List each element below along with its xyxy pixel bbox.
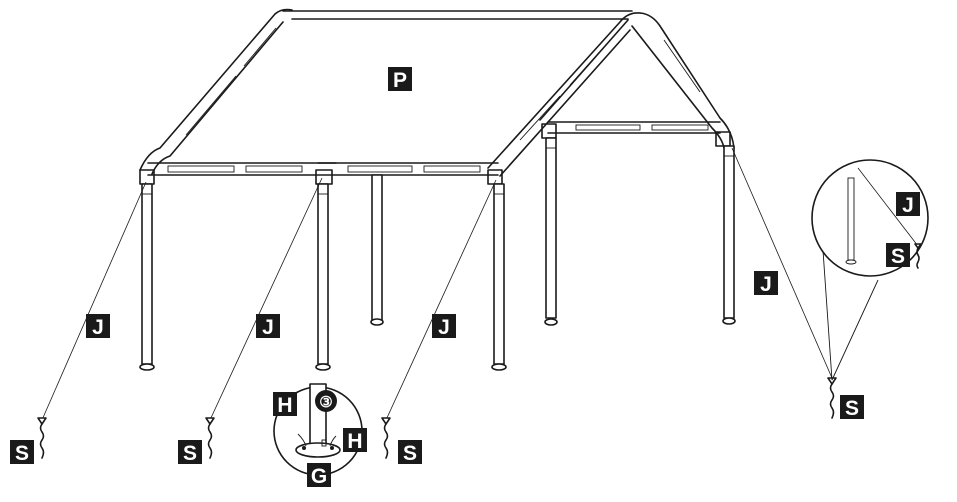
rope-1 (41, 181, 147, 421)
svg-text:S: S (891, 245, 905, 268)
label-rope-3: J (432, 314, 456, 339)
stakes (37, 377, 837, 459)
stake-3 (381, 417, 391, 459)
leg-front-right (491, 183, 507, 371)
svg-text:J: J (438, 316, 450, 339)
svg-text:③: ③ (319, 394, 332, 411)
stake-2 (205, 417, 215, 459)
svg-text:J: J (760, 273, 772, 296)
svg-text:H: H (277, 394, 292, 417)
label-rope-detail: J (896, 192, 920, 217)
label-stake-2: S (178, 440, 202, 465)
svg-text:J: J (92, 316, 104, 339)
leg-front-middle (315, 183, 331, 371)
stake-4 (827, 377, 837, 419)
rope-2 (209, 177, 323, 421)
canopy-roof (139, 8, 735, 185)
label-rope-2: J (256, 314, 280, 339)
canopy-legs (139, 137, 736, 371)
stake-1 (37, 417, 47, 459)
svg-text:S: S (15, 442, 29, 465)
rope-4 (731, 147, 833, 379)
leg-front-left (139, 183, 155, 371)
rope-3 (385, 179, 497, 421)
step-number-badge: ③ (315, 390, 337, 412)
guy-ropes (41, 147, 833, 421)
svg-text:S: S (183, 442, 197, 465)
svg-text:S: S (845, 397, 859, 420)
svg-text:H: H (347, 430, 362, 453)
label-stake-1: S (10, 440, 34, 465)
leg-rear-right (722, 145, 736, 325)
leg-rear-left (544, 137, 558, 326)
svg-text:G: G (311, 465, 327, 488)
label-rope-4: J (754, 271, 778, 296)
svg-text:P: P (393, 69, 407, 92)
svg-text:S: S (403, 442, 417, 465)
label-stake-detail: S (886, 243, 910, 268)
label-foot-screw-right: H (343, 428, 367, 453)
leg-rear-middle (370, 174, 384, 326)
label-cover: P (388, 67, 412, 92)
label-foot-screw-left: H (273, 392, 297, 417)
label-stake-3: S (398, 440, 422, 465)
svg-text:J: J (262, 316, 274, 339)
label-foot-plate: G (307, 463, 331, 488)
svg-text:J: J (902, 194, 914, 217)
label-rope-1: J (86, 314, 110, 339)
label-stake-4: S (840, 395, 864, 420)
